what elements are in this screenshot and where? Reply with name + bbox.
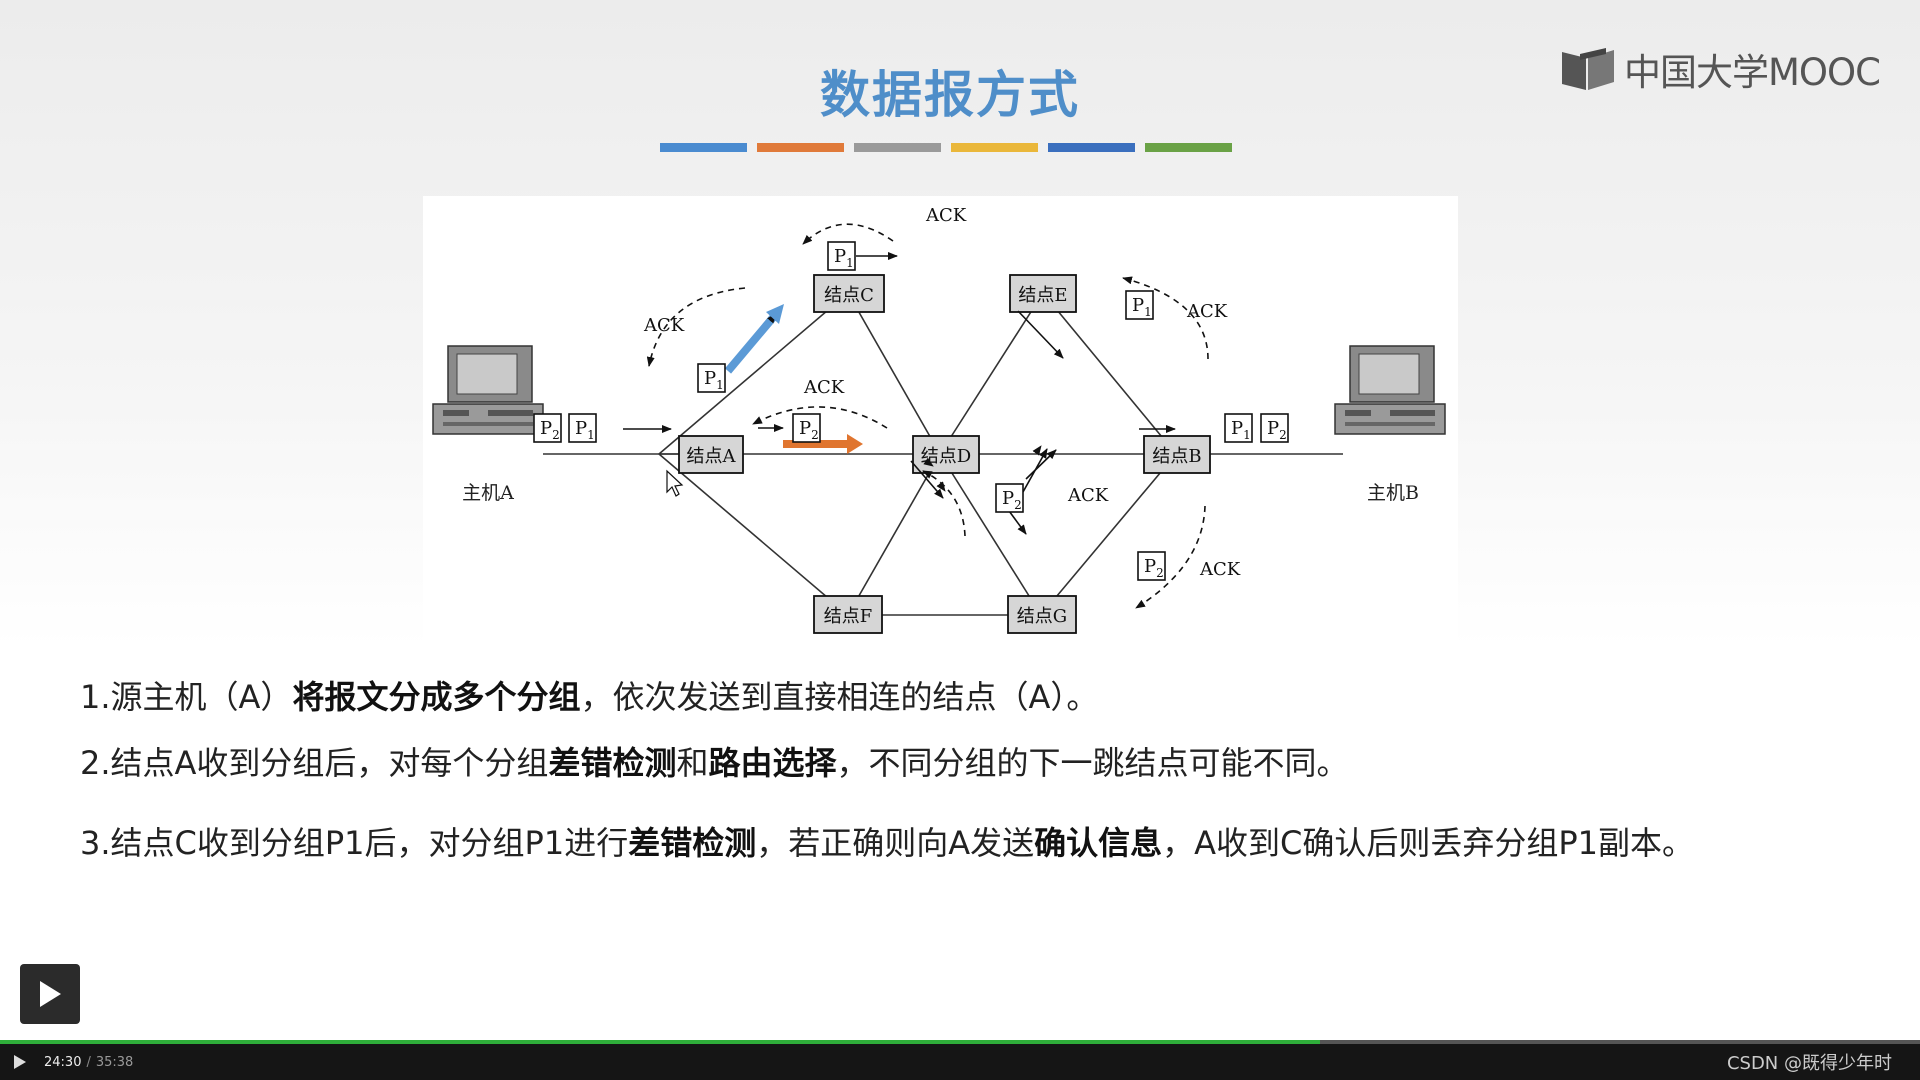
slide: 数据报方式 中国大学MOOC [0, 0, 1920, 1040]
bullet-emphasis: 将报文分成多个分组 [292, 678, 580, 716]
svg-text:结点D: 结点D [921, 446, 971, 467]
svg-text:结点B: 结点B [1152, 446, 1201, 467]
host-a-icon [433, 346, 543, 434]
packet-p1-e-b: P1 [1126, 291, 1153, 319]
player-control-bar: 24:30 / 35:38 CSDN @既得少年时 [0, 1044, 1920, 1080]
host-b-icon [1335, 346, 1445, 434]
bullet-text: ，若正确则向A发送 [756, 824, 1034, 862]
highlight-arrowhead-orange [847, 434, 863, 454]
book-icon [1560, 46, 1616, 92]
packet-p1-a-c: P1 [698, 364, 725, 392]
arrow-g-b-lower [1018, 446, 1041, 478]
link-A-F [659, 454, 848, 615]
packet-p2-hostA: P2 [534, 414, 561, 442]
packet-p1-hostA: P1 [569, 414, 596, 442]
bullet-text: ，A收到C确认后则丢弃分组P1副本。 [1162, 824, 1694, 862]
node-e: 结点E [1010, 275, 1076, 312]
bullet-emphasis: 确认信息 [1034, 824, 1162, 862]
node-f: 结点F [814, 596, 882, 633]
svg-text:结点F: 结点F [824, 606, 873, 627]
color-bar-segment [1145, 143, 1232, 152]
bullet-emphasis: 差错检测 [628, 824, 756, 862]
color-bar-segment [1048, 143, 1135, 152]
node-a: 结点A [679, 436, 743, 473]
svg-text:结点E: 结点E [1018, 285, 1067, 306]
big-play-button[interactable] [20, 964, 80, 1024]
ack-curve-g-d [923, 471, 965, 536]
network-diagram: 主机A 主机B 结点A 结点C 结点E [423, 196, 1458, 648]
ack-label-d-a: ACK [803, 377, 845, 398]
bullet-list: 1.源主机（A）将报文分成多个分组，依次发送到直接相连的结点（A）。 2.结点A… [80, 675, 1900, 865]
csdn-watermark: CSDN @既得少年时 [1727, 1049, 1892, 1075]
color-bar-segment [854, 143, 941, 152]
link-E-B [1043, 293, 1176, 454]
bullet-text: 1.源主机（A） [80, 678, 292, 716]
bullet-text: 2.结点A收到分组后，对每个分组 [80, 744, 548, 782]
ack-label-b-g: ACK [1199, 559, 1241, 580]
ack-curves [649, 224, 1208, 608]
title-color-bar [660, 143, 1232, 152]
bullet-1: 1.源主机（A）将报文分成多个分组，依次发送到直接相连的结点（A）。 [80, 675, 1900, 719]
packet-p2-g-b: P2 [1138, 552, 1165, 580]
packet-p2-a-d: P2 [793, 414, 820, 442]
packet-p1-hostB: P1 [1225, 414, 1252, 442]
mooc-logo: 中国大学MOOC [1560, 42, 1880, 96]
ack-label-c-a: ACK [643, 315, 685, 336]
bullet-text: 3.结点C收到分组P1后，对分组P1进行 [80, 824, 628, 862]
color-bar-segment [951, 143, 1038, 152]
link-G-B [1041, 454, 1176, 615]
packet-p2-d-g: P2 [996, 484, 1023, 512]
bullet-emphasis: 差错检测 [548, 744, 676, 782]
ack-label-b-e: ACK [1186, 301, 1228, 322]
mouse-cursor-icon [667, 471, 682, 496]
node-b: 结点B [1144, 436, 1210, 473]
play-icon [37, 979, 63, 1009]
bullet-text: ，依次发送到直接相连的结点（A）。 [580, 678, 1098, 716]
host-b-label: 主机B [1367, 482, 1419, 504]
svg-text:结点C: 结点C [824, 285, 874, 306]
bullet-text: ，不同分组的下一跳结点可能不同。 [836, 744, 1348, 782]
ack-label-g-d: ACK [1067, 485, 1109, 506]
bullet-3: 3.结点C收到分组P1后，对分组P1进行差错检测，若正确则向A发送确认信息，A收… [80, 821, 1900, 865]
control-play-button[interactable] [10, 1052, 30, 1072]
packet-p1-c-e: P1 [828, 242, 855, 270]
bullet-emphasis: 路由选择 [708, 744, 836, 782]
current-time: 24:30 [44, 1055, 81, 1070]
node-g: 结点G [1008, 596, 1076, 633]
node-d: 结点D [913, 436, 979, 473]
time-display: 24:30 / 35:38 [44, 1055, 133, 1070]
bullet-2: 2.结点A收到分组后，对每个分组差错检测和路由选择，不同分组的下一跳结点可能不同… [80, 741, 1900, 785]
host-a-label: 主机A [462, 482, 514, 504]
ack-label-e-c: ACK [925, 205, 967, 226]
bullet-text: 和 [676, 744, 708, 782]
logo-text: 中国大学MOOC [1624, 42, 1880, 96]
node-c: 结点C [814, 275, 884, 312]
svg-text:结点A: 结点A [687, 446, 737, 467]
link-D-E [940, 293, 1043, 454]
ack-curve-e-c [803, 224, 893, 244]
color-bar-segment [660, 143, 747, 152]
highlight-arrow-blue [728, 314, 776, 371]
arrow-p1-e-b [1018, 311, 1063, 358]
color-bar-segment [757, 143, 844, 152]
play-icon [13, 1054, 27, 1070]
svg-text:结点G: 结点G [1017, 606, 1067, 627]
link-C-D [848, 293, 940, 454]
packet-p2-hostB: P2 [1261, 414, 1288, 442]
duration: 35:38 [96, 1055, 133, 1070]
time-separator: / [86, 1055, 90, 1070]
